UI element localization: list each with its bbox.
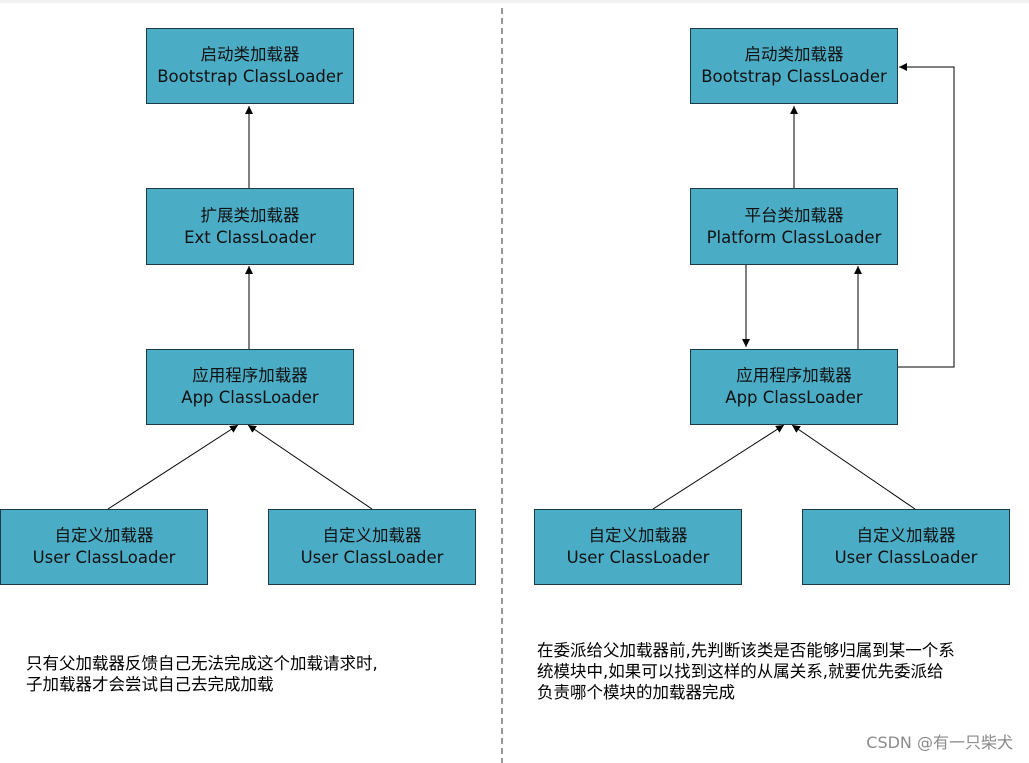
node-cn-label: 自定义加载器: [588, 526, 688, 545]
right-user2-node: 自定义加载器 User ClassLoader: [802, 509, 1010, 585]
note-line: 子加载器才会尝试自己去完成加载: [26, 675, 274, 694]
node-en-label: Bootstrap ClassLoader: [157, 67, 343, 86]
right-edge-user2-to-app: [791, 424, 916, 510]
left-edge-user1-to-app: [107, 424, 239, 510]
node-en-label: Platform ClassLoader: [706, 227, 882, 247]
node-cn-label: 自定义加载器: [54, 526, 154, 545]
note-line: 统模块中,如果可以找到这样的从属关系,就要优先委派给: [537, 662, 944, 681]
node-en-label: App ClassLoader: [725, 388, 863, 407]
node-en-label: App ClassLoader: [181, 388, 319, 407]
note-line: 负责哪个模块的加载器完成: [537, 683, 735, 702]
node-cn-label: 启动类加载器: [200, 45, 300, 64]
right-edge-user1-to-app: [652, 424, 785, 510]
left-bootstrap-node: 启动类加载器 Bootstrap ClassLoader: [146, 28, 354, 104]
left-ext-node: 扩展类加载器 Ext ClassLoader: [146, 188, 354, 265]
node-cn-label: 扩展类加载器: [200, 205, 300, 225]
node-en-label: User ClassLoader: [300, 548, 444, 567]
node-en-label: User ClassLoader: [566, 548, 710, 567]
watermark: CSDN @有一只柴犬: [866, 733, 1013, 752]
left-note: 只有父加载器反馈自己无法完成这个加载请求时, 子加载器才会尝试自己去完成加载: [26, 653, 378, 695]
node-cn-label: 应用程序加载器: [736, 366, 852, 385]
left-edge-user2-to-app: [247, 424, 373, 510]
right-note: 在委派给父加载器前,先判断该类是否能够归属到某一个系 统模块中,如果可以找到这样…: [537, 640, 955, 703]
left-app-node: 应用程序加载器 App ClassLoader: [146, 349, 354, 425]
right-bootstrap-node: 启动类加载器 Bootstrap ClassLoader: [690, 28, 898, 104]
node-en-label: Bootstrap ClassLoader: [701, 67, 887, 86]
node-en-label: Ext ClassLoader: [184, 227, 316, 247]
right-edge-app-to-bootstrap: [898, 63, 955, 368]
left-user1-node: 自定义加载器 User ClassLoader: [0, 509, 208, 585]
left-user2-node: 自定义加载器 User ClassLoader: [268, 509, 476, 585]
node-cn-label: 启动类加载器: [744, 45, 844, 64]
node-cn-label: 自定义加载器: [322, 526, 422, 545]
node-en-label: User ClassLoader: [32, 548, 176, 567]
node-en-label: User ClassLoader: [834, 548, 978, 567]
right-app-node: 应用程序加载器 App ClassLoader: [690, 349, 898, 425]
node-cn-label: 自定义加载器: [856, 526, 956, 545]
right-platform-node: 平台类加载器 Platform ClassLoader: [690, 188, 898, 265]
right-user1-node: 自定义加载器 User ClassLoader: [534, 509, 742, 585]
top-border: [0, 0, 1029, 3]
node-cn-label: 平台类加载器: [744, 205, 844, 225]
note-line: 只有父加载器反馈自己无法完成这个加载请求时,: [26, 654, 378, 673]
note-line: 在委派给父加载器前,先判断该类是否能够归属到某一个系: [537, 641, 955, 660]
node-cn-label: 应用程序加载器: [192, 366, 308, 385]
